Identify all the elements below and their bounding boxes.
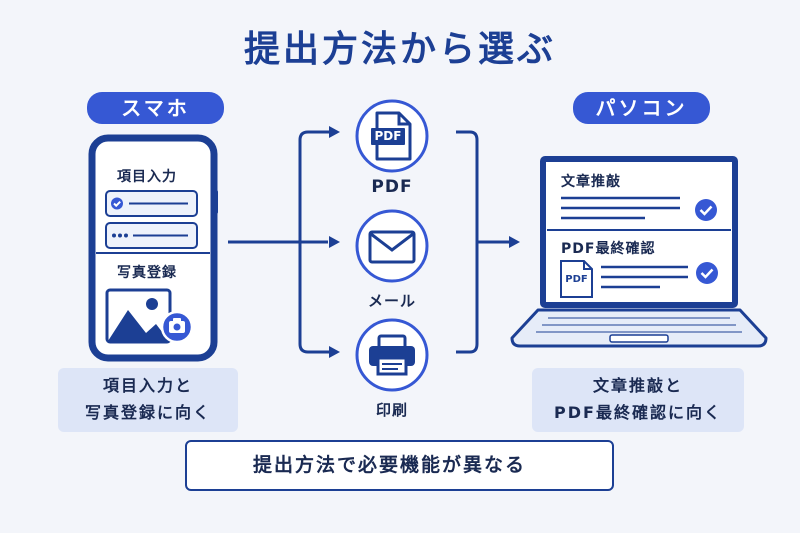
- printer-icon: [369, 334, 415, 376]
- method-label-print: 印刷: [375, 401, 408, 419]
- envelope-icon: [368, 230, 416, 264]
- smartphone-note-line2: 写真登録に向く: [84, 403, 211, 422]
- summary-text: 提出方法で必要機能が異なる: [253, 454, 527, 476]
- method-label-pdf: PDF: [371, 177, 413, 197]
- photo-image-icon: [105, 288, 172, 344]
- camera-icon: [160, 310, 194, 344]
- method-label-mail: メール: [367, 292, 416, 310]
- smartphone-icon: [88, 134, 218, 362]
- pc-note-line1: 文章推敲と: [592, 376, 683, 395]
- smartphone-badge: スマホ: [87, 92, 224, 124]
- check-icon: [111, 197, 123, 210]
- pc-section-pdf-check: PDF最終確認: [561, 241, 656, 257]
- smartphone-section-input: 項目入力: [117, 169, 177, 185]
- pdf-icon-text: PDF: [374, 129, 402, 143]
- arrowheads-left: [329, 126, 340, 358]
- pc-section-proofread: 文章推敲: [561, 174, 621, 190]
- pdf-file-icon: [371, 111, 412, 161]
- check-circle-icon: [695, 199, 717, 221]
- arrowhead-right: [509, 236, 520, 248]
- flow-arrows-right: [456, 130, 510, 354]
- pc-pdf-icon-text: PDF: [565, 274, 588, 285]
- smartphone-note: 項目入力と 写真登録に向く: [58, 368, 238, 432]
- pc-note-line2: PDF最終確認に向く: [554, 403, 722, 422]
- flow-arrows-left: [228, 130, 335, 354]
- pdf-document-icon: [560, 260, 593, 298]
- smartphone-section-photo: 写真登録: [117, 265, 177, 281]
- page-title: 提出方法から選ぶ: [243, 29, 556, 70]
- check-circle-icon: [696, 262, 718, 284]
- laptop-icon: [510, 156, 768, 348]
- summary-callout: 提出方法で必要機能が異なる: [185, 440, 614, 491]
- smartphone-note-line1: 項目入力と: [102, 376, 193, 395]
- password-dots-icon: [112, 233, 128, 238]
- pc-badge: パソコン: [573, 92, 710, 124]
- pc-note: 文章推敲と PDF最終確認に向く: [532, 368, 744, 432]
